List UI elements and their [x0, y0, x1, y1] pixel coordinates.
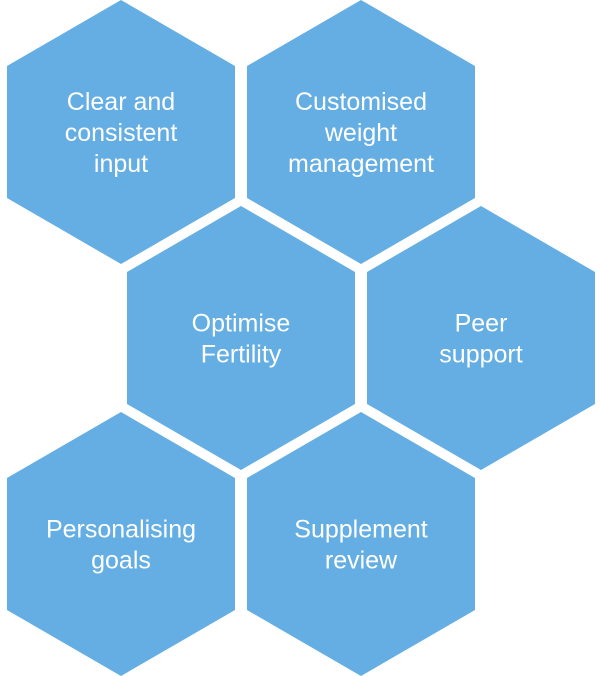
hexagon-label-line: goals [91, 547, 151, 575]
hexagon-label-line: Clear and [67, 88, 175, 116]
hexagon-personalising-goals: Personalising goals [7, 412, 235, 676]
hexagon-label-line: management [288, 150, 434, 178]
hexagon-label-line: Supplement [294, 516, 427, 544]
hexagon-clear-input: Clear and consistent input [7, 0, 235, 264]
hexagon-label-line: Personalising [46, 516, 196, 544]
hexagon-label-line: weight [324, 119, 397, 147]
hexagon-shape [7, 0, 235, 264]
hexagon-label-line: review [325, 547, 398, 575]
hexagon-label-line: support [439, 341, 522, 369]
hexagon-shape [247, 412, 475, 676]
hexagon-label-line: Optimise [192, 310, 291, 338]
hexagon-shape [7, 412, 235, 676]
hexagon-supplement-review: Supplement review [247, 412, 475, 676]
hexagon-weight-management: Customised weight management [247, 0, 475, 264]
hexagon-label-line: Peer [455, 310, 508, 338]
hexagon-peer-support: Peer support [367, 206, 595, 470]
hexagon-shape [367, 206, 595, 470]
hexagon-label-line: Fertility [201, 341, 282, 369]
hexagon-label-line: consistent [65, 119, 178, 147]
hexagon-shape [127, 206, 355, 470]
hexagon-label-line: input [94, 150, 148, 178]
hexagon-label-line: Customised [295, 88, 427, 116]
hexagon-shape [247, 0, 475, 264]
